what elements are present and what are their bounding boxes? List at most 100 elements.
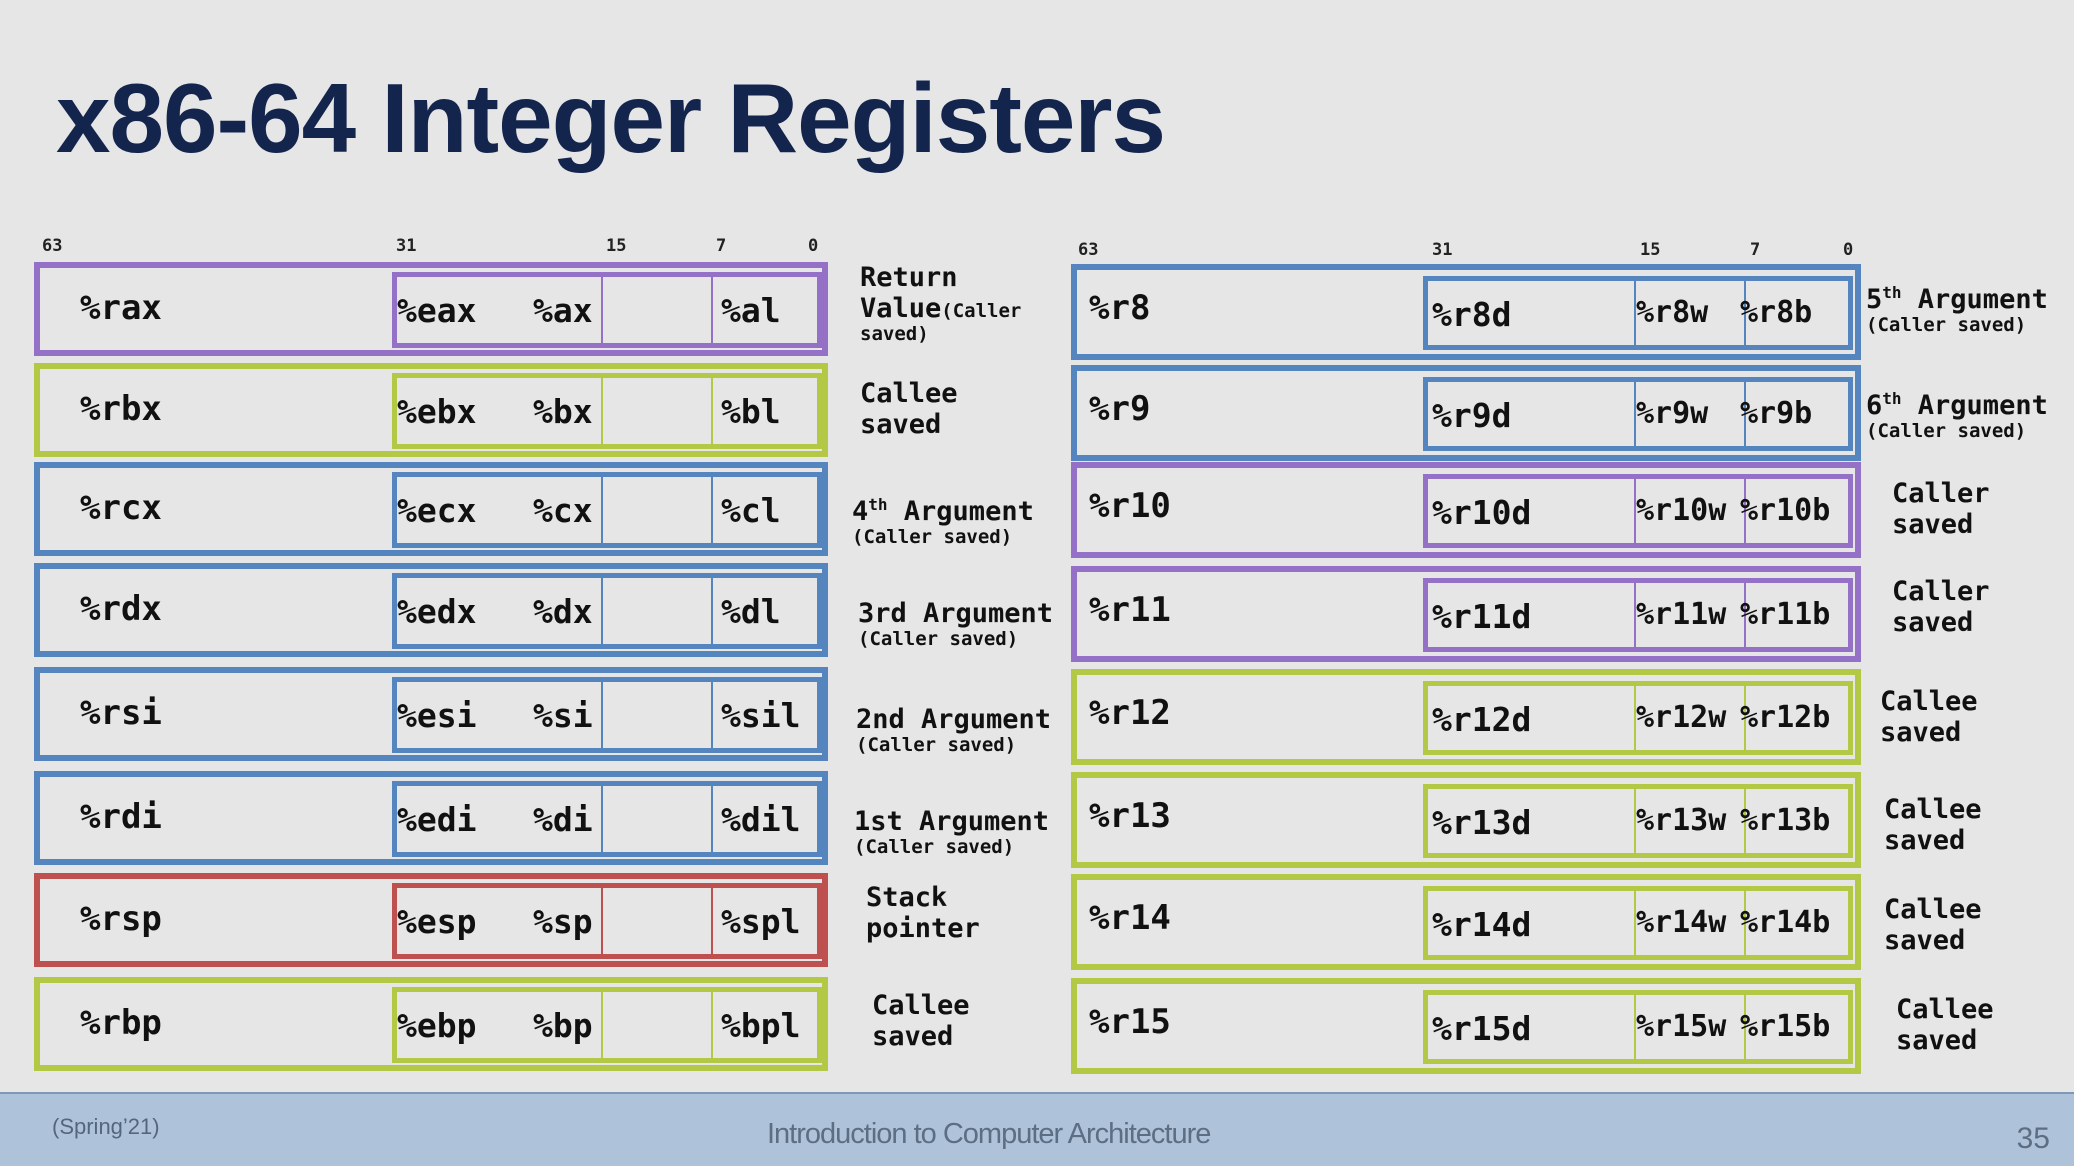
annotation-text-2: saved xyxy=(1880,717,1962,749)
reg-divider-1 xyxy=(711,477,713,543)
reg-divider-0 xyxy=(1634,479,1636,543)
reg32-box-r9d: %r9d%r9w%r9b xyxy=(1423,377,1853,451)
annotation-text: Argument xyxy=(1901,390,2048,421)
right-annotation-3-line1: Caller xyxy=(1892,576,1990,607)
left-annotation-6-line2: pointer xyxy=(866,913,980,944)
right-annotation-0: 5th Argument(Caller saved) xyxy=(1866,283,2048,337)
bit-label-right-15: 15 xyxy=(1640,240,1661,260)
reg64-name-r15: %r15 xyxy=(1089,1002,1171,1042)
reg-divider-0 xyxy=(1634,382,1636,446)
reg-divider-1 xyxy=(711,992,713,1058)
register-r12: %r12%r12d%r12w%r12b xyxy=(1071,669,1861,765)
reg16-name-r8w: %r8w xyxy=(1636,295,1709,330)
right-annotation-6-line1: Callee xyxy=(1884,894,1982,925)
reg-divider-1 xyxy=(1744,891,1746,955)
reg16-name-si: %si xyxy=(533,696,593,735)
register-r15: %r15%r15d%r15w%r15b xyxy=(1071,978,1861,1074)
reg16-name-r15w: %r15w xyxy=(1636,1009,1727,1044)
bit-label-left-0: 0 xyxy=(808,236,819,256)
reg-divider-1 xyxy=(1744,789,1746,853)
annotation-text: 2nd Argument xyxy=(856,704,1052,735)
reg16-name-cx: %cx xyxy=(533,491,593,530)
annotation-text-2: saved xyxy=(1884,925,1966,957)
reg32-box-edx: %edx%dx%dl xyxy=(392,573,822,649)
left-annotation-4-note: (Caller saved) xyxy=(856,734,1017,757)
reg32-name-r15d: %r15d xyxy=(1432,1009,1532,1048)
reg8-name-r11b: %r11b xyxy=(1740,597,1831,632)
annotation-text: Callee xyxy=(1884,894,1982,925)
reg8-name-spl: %spl xyxy=(721,902,801,941)
reg8-name-al: %al xyxy=(721,291,781,330)
reg-divider-0 xyxy=(601,786,603,852)
reg16-name-r12w: %r12w xyxy=(1636,700,1727,735)
annotation-inline-note: (Caller xyxy=(941,300,1022,323)
register-r10: %r10%r10d%r10w%r10b xyxy=(1071,462,1861,558)
reg-divider-0 xyxy=(601,682,603,748)
left-annotation-5-note: (Caller saved) xyxy=(854,836,1015,859)
reg32-name-esi: %esi xyxy=(397,696,477,735)
annotation-text-2: saved xyxy=(872,1021,954,1053)
reg32-name-r9d: %r9d xyxy=(1432,396,1512,435)
reg32-name-edx: %edx xyxy=(397,592,477,631)
reg32-name-r13d: %r13d xyxy=(1432,803,1532,842)
annotation-text: Caller xyxy=(1892,478,1990,509)
left-annotation-3: 3rd Argument(Caller saved) xyxy=(858,598,1053,651)
reg8-name-sil: %sil xyxy=(721,696,801,735)
left-annotation-2: 4th Argument(Caller saved) xyxy=(852,495,1034,549)
reg-divider-1 xyxy=(1744,281,1746,345)
ordinal-suffix: th xyxy=(1882,283,1902,302)
reg32-name-esp: %esp xyxy=(397,902,477,941)
annotation-text-2: saved xyxy=(1884,825,1966,857)
reg16-name-r14w: %r14w xyxy=(1636,905,1727,940)
left-annotation-0-line1: Return xyxy=(860,262,1021,293)
left-annotation-7-line2: saved xyxy=(872,1021,970,1052)
annotation-text-2: Value xyxy=(860,293,942,325)
reg-divider-0 xyxy=(1634,995,1636,1059)
reg32-name-r11d: %r11d xyxy=(1432,597,1532,636)
footer-term: (Spring’21) xyxy=(52,1114,160,1139)
annotation-text: 1st Argument xyxy=(854,806,1050,837)
right-annotation-4-line2: saved xyxy=(1880,717,1978,748)
reg16-name-dx: %dx xyxy=(533,592,593,631)
reg32-box-r8d: %r8d%r8w%r8b xyxy=(1423,276,1853,350)
reg64-name-r10: %r10 xyxy=(1089,486,1171,526)
reg16-name-bp: %bp xyxy=(533,1006,593,1045)
reg8-name-r13b: %r13b xyxy=(1740,803,1831,838)
right-annotation-4-line1: Callee xyxy=(1880,686,1978,717)
left-annotation-5-line1: 1st Argument xyxy=(854,806,1049,837)
left-annotation-3-line1: 3rd Argument xyxy=(858,598,1053,629)
bit-label-right-31: 31 xyxy=(1432,240,1453,260)
annotation-text-2: saved xyxy=(1892,509,1974,541)
reg32-name-ebx: %ebx xyxy=(397,392,477,431)
right-annotation-1-note: (Caller saved) xyxy=(1866,420,2027,443)
reg32-box-r14d: %r14d%r14w%r14b xyxy=(1423,886,1853,960)
reg32-box-esp: %esp%sp%spl xyxy=(392,883,822,959)
right-annotation-2-line1: Caller xyxy=(1892,478,1990,509)
reg8-name-dil: %dil xyxy=(721,800,801,839)
register-r9: %r9%r9d%r9w%r9b xyxy=(1071,365,1861,461)
annotation-text: Argument xyxy=(887,496,1034,527)
reg16-name-r9w: %r9w xyxy=(1636,396,1709,431)
reg8-name-r14b: %r14b xyxy=(1740,905,1831,940)
annotation-text: Caller xyxy=(1892,576,1990,607)
register-rbx: %rbx%ebx%bx%bl xyxy=(34,363,828,457)
register-rsp: %rsp%esp%sp%spl xyxy=(34,873,828,967)
reg-divider-0 xyxy=(601,277,603,343)
page-title: x86-64 Integer Registers xyxy=(56,63,1166,173)
reg64-name-rdi: %rdi xyxy=(80,797,162,837)
reg64-name-r13: %r13 xyxy=(1089,796,1171,836)
reg32-box-ebp: %ebp%bp%bpl xyxy=(392,987,822,1063)
annotation-text-2: pointer xyxy=(866,913,980,945)
reg64-name-r14: %r14 xyxy=(1089,898,1171,938)
left-annotation-4: 2nd Argument(Caller saved) xyxy=(856,704,1051,757)
reg-divider-1 xyxy=(711,578,713,644)
reg32-name-ecx: %ecx xyxy=(397,491,477,530)
reg8-name-r10b: %r10b xyxy=(1740,493,1831,528)
reg-divider-1 xyxy=(1744,995,1746,1059)
